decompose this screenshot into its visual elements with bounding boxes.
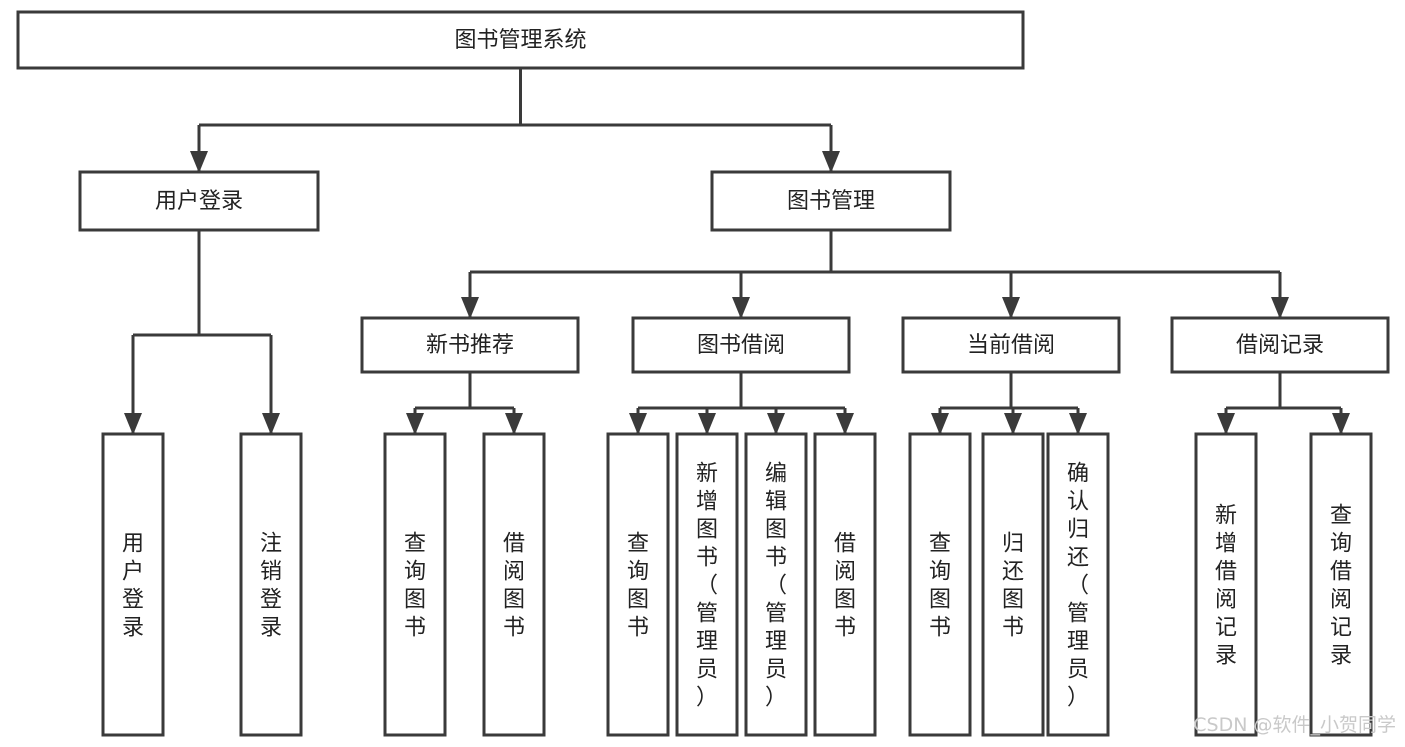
node-box-query-book-current — [908, 432, 972, 737]
arrow-head-icon — [406, 413, 424, 435]
node-label-current-borrow: 当前借阅 — [967, 333, 1055, 358]
arrow-head-icon — [461, 297, 479, 319]
node-label-add-borrow-record: 新增借阅记录 — [1215, 503, 1237, 668]
nodes-layer: 图书管理系统用户登录图书管理新书推荐图书借阅当前借阅借阅记录用户登录注销登录查询… — [16, 10, 1390, 737]
node-user-login[interactable]: 用户登录 — [78, 170, 320, 232]
arrow-head-icon — [822, 151, 840, 173]
arrow-head-icon — [1332, 413, 1350, 435]
node-box-book-manage — [710, 170, 952, 232]
node-label-user-login-leaf: 用户登录 — [122, 531, 144, 640]
node-root[interactable]: 图书管理系统 — [16, 10, 1025, 70]
arrow-head-icon — [931, 413, 949, 435]
node-label-book-borrow: 图书借阅 — [697, 333, 785, 358]
node-current-borrow[interactable]: 当前借阅 — [901, 316, 1121, 374]
arrow-head-icon — [1271, 297, 1289, 319]
node-label-borrow-record: 借阅记录 — [1236, 333, 1324, 358]
arrow-head-icon — [767, 413, 785, 435]
arrow-head-icon — [190, 151, 208, 173]
arrow-head-icon — [732, 297, 750, 319]
node-box-user-login — [78, 170, 320, 232]
arrow-head-icon — [124, 413, 142, 435]
arrow-head-icon — [629, 413, 647, 435]
node-label-query-book-current: 查询图书 — [929, 531, 951, 640]
node-box-root — [16, 10, 1025, 70]
arrow-head-icon — [262, 413, 280, 435]
node-label-query-book-borrow: 查询图书 — [627, 531, 649, 640]
node-box-borrow-book-recommend — [482, 432, 546, 737]
node-label-new-book-recommend: 新书推荐 — [426, 333, 514, 358]
node-label-add-book-admin: 新增图书（管理员） — [696, 461, 718, 710]
node-query-book-borrow[interactable]: 查询图书 — [606, 432, 670, 737]
node-new-book-recommend[interactable]: 新书推荐 — [360, 316, 580, 374]
node-box-query-borrow-record — [1309, 432, 1373, 737]
node-box-confirm-return-admin — [1046, 432, 1110, 737]
connectors-layer — [124, 68, 1350, 435]
node-label-borrow-book-recommend: 借阅图书 — [503, 531, 525, 640]
node-add-borrow-record[interactable]: 新增借阅记录 — [1194, 432, 1258, 737]
node-query-book-recommend[interactable]: 查询图书 — [383, 432, 447, 737]
node-box-edit-book-admin — [744, 432, 808, 737]
node-box-logout-leaf — [239, 432, 303, 737]
node-label-confirm-return-admin: 确认归还（管理员） — [1067, 461, 1089, 710]
node-box-add-book-admin — [675, 432, 739, 737]
node-label-user-login: 用户登录 — [155, 189, 243, 214]
node-label-query-borrow-record: 查询借阅记录 — [1330, 503, 1352, 668]
csdn-watermark: CSDN @软件_小贺同学 — [1193, 714, 1396, 736]
node-borrow-book-recommend[interactable]: 借阅图书 — [482, 432, 546, 737]
arrow-head-icon — [698, 413, 716, 435]
node-borrow-record[interactable]: 借阅记录 — [1170, 316, 1390, 374]
node-box-new-book-recommend — [360, 316, 580, 374]
arrow-head-icon — [1004, 413, 1022, 435]
node-query-borrow-record[interactable]: 查询借阅记录 — [1309, 432, 1373, 737]
node-box-current-borrow — [901, 316, 1121, 374]
node-box-return-book — [981, 432, 1045, 737]
node-box-borrow-book-borrow — [813, 432, 877, 737]
arrow-head-icon — [1069, 413, 1087, 435]
node-label-edit-book-admin: 编辑图书（管理员） — [765, 461, 787, 710]
arrow-head-icon — [1217, 413, 1235, 435]
node-return-book[interactable]: 归还图书 — [981, 432, 1045, 737]
node-box-query-book-recommend — [383, 432, 447, 737]
node-box-query-book-borrow — [606, 432, 670, 737]
node-confirm-return-admin[interactable]: 确认归还（管理员） — [1046, 432, 1110, 737]
node-book-manage[interactable]: 图书管理 — [710, 170, 952, 232]
node-label-book-manage: 图书管理 — [787, 189, 875, 214]
node-box-user-login-leaf — [101, 432, 165, 737]
node-edit-book-admin[interactable]: 编辑图书（管理员） — [744, 432, 808, 737]
node-user-login-leaf[interactable]: 用户登录 — [101, 432, 165, 737]
node-label-root: 图书管理系统 — [454, 28, 586, 53]
node-label-return-book: 归还图书 — [1002, 531, 1024, 640]
arrow-head-icon — [1002, 297, 1020, 319]
node-query-book-current[interactable]: 查询图书 — [908, 432, 972, 737]
node-label-logout-leaf: 注销登录 — [260, 531, 282, 640]
node-book-borrow[interactable]: 图书借阅 — [631, 316, 851, 374]
node-label-borrow-book-borrow: 借阅图书 — [834, 531, 856, 640]
node-add-book-admin[interactable]: 新增图书（管理员） — [675, 432, 739, 737]
arrow-head-icon — [505, 413, 523, 435]
node-box-book-borrow — [631, 316, 851, 374]
node-borrow-book-borrow[interactable]: 借阅图书 — [813, 432, 877, 737]
node-box-borrow-record — [1170, 316, 1390, 374]
node-logout-leaf[interactable]: 注销登录 — [239, 432, 303, 737]
arrow-head-icon — [836, 413, 854, 435]
node-label-query-book-recommend: 查询图书 — [404, 531, 426, 640]
node-box-add-borrow-record — [1194, 432, 1258, 737]
